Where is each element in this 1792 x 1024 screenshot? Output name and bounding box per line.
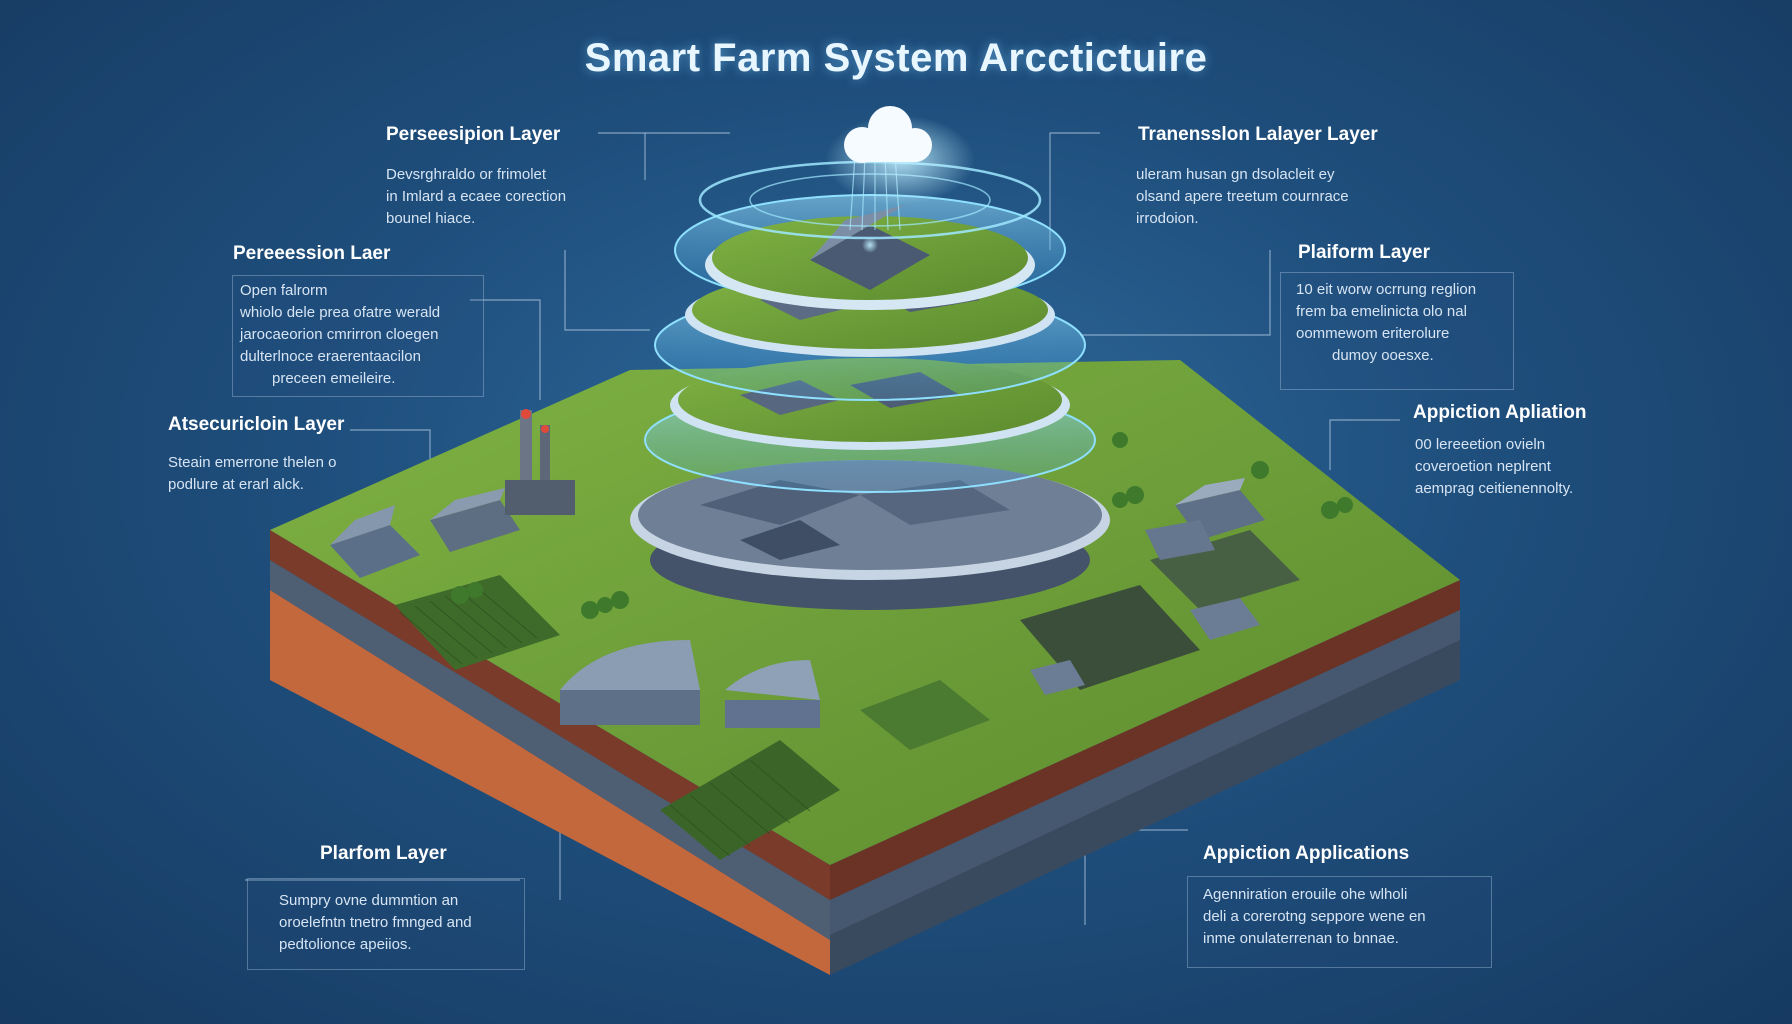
perception-top-desc: Devsrghraldo or frimolet in Imlard a eca… — [386, 166, 567, 227]
cloud-icon — [825, 106, 975, 205]
platform-bottom-left-desc: Sumpry ovne dummtion an oroelefntn tnetr… — [279, 892, 472, 953]
diagram-title: Smart Farm System Arcctictuire — [584, 36, 1208, 80]
platform-bottom-left-title: Plarfom Layer — [320, 843, 447, 864]
platform-right-title: Plaiform Layer — [1298, 242, 1430, 263]
application-right-title: Appiction Apliation — [1413, 402, 1587, 423]
barn-icon — [330, 488, 520, 578]
perception-left-title: Pereeession Laer — [233, 243, 391, 264]
platform-right-desc: 10 eit worw ocrrung reglion frem ba emel… — [1296, 281, 1477, 364]
association-left-desc: Steain emerrone thelen o podlure at erar… — [168, 454, 337, 493]
application-bottom-right-desc: Agenniration erouile ohe wlholi deli a c… — [1203, 886, 1426, 947]
association-left-title: Atsecuricloin Layer — [168, 414, 345, 435]
transmission-right-title: Tranensslon Lalayer Layer — [1138, 124, 1378, 145]
platform-right-box — [1280, 272, 1514, 390]
application-bottom-right-box — [1187, 876, 1492, 968]
platform-bottom-left-box — [247, 878, 525, 970]
perception-top-title: Perseesipion Layer — [386, 124, 561, 145]
greenhouse-icon — [560, 478, 1265, 728]
perception-left-desc: Open falrorm whiolo dele prea ofatre wer… — [240, 282, 441, 387]
perception-left-box — [232, 275, 484, 397]
factory-chimney-icon — [505, 409, 575, 515]
application-right-desc: 00 lereeetion ovieln coveroetion neplren… — [1415, 436, 1574, 497]
application-bottom-right-title: Appiction Applications — [1203, 843, 1410, 864]
transmission-right-desc: uleram husan gn dsolacleit ey olsand ape… — [1136, 166, 1349, 227]
